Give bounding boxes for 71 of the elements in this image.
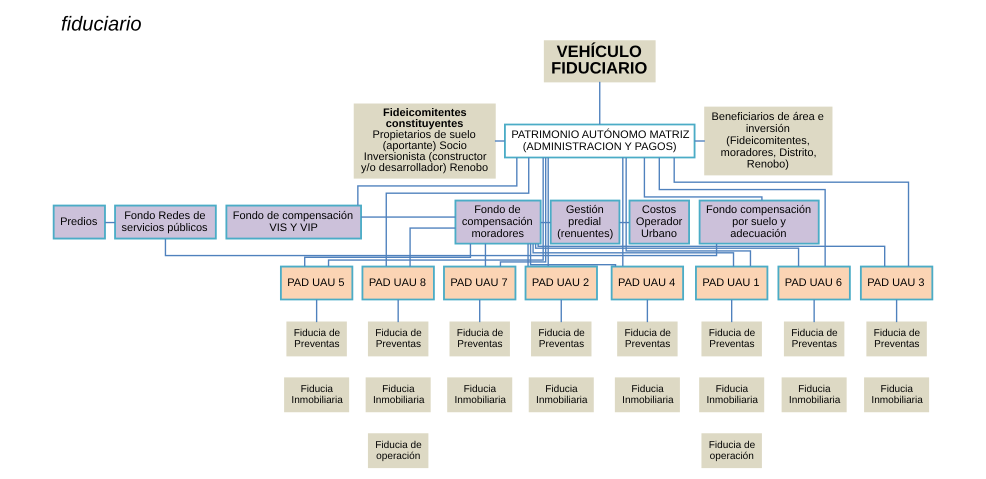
connector — [105, 222, 116, 224]
node-box: Fondo Redes de servicios públicos — [114, 204, 217, 240]
connector — [386, 158, 530, 266]
connector — [620, 222, 630, 224]
node-box: Fiducia Inmobiliaria — [447, 377, 512, 412]
node-box: Predios — [52, 204, 106, 240]
connector — [644, 158, 763, 200]
node-box: Fiducia Inmobiliaria — [366, 377, 431, 412]
connector — [527, 244, 529, 266]
connector — [534, 244, 800, 266]
node-box: Fiducia de Preventas — [286, 322, 347, 356]
connector — [548, 158, 549, 266]
node-box: Fiducia de Preventas — [449, 322, 510, 356]
connector — [625, 158, 752, 266]
node-box: Fiducia Inmobiliaria — [699, 377, 764, 412]
connector — [397, 300, 399, 322]
connector — [658, 158, 826, 266]
diagram-title: fiduciario — [60, 14, 142, 36]
node-box: Fiducia de operación — [368, 433, 428, 468]
connector — [813, 300, 815, 322]
connector — [896, 300, 898, 322]
node-box: Fiducia Inmobiliaria — [614, 377, 680, 412]
node-box: PAD UAU 1 — [695, 266, 768, 300]
connector — [694, 140, 705, 142]
node-box: Fondo compensación por suelo y adecuación — [698, 200, 820, 245]
node-box: PAD UAU 6 — [778, 266, 851, 300]
connector — [409, 227, 456, 267]
node-box: Fiducia de Preventas — [866, 322, 927, 356]
node-box: PAD UAU 4 — [610, 266, 684, 300]
connector — [540, 222, 551, 224]
node-box: Fiducia de Preventas — [617, 322, 678, 356]
connector — [599, 82, 600, 124]
node-box: Fiducia Inmobiliaria — [864, 377, 930, 412]
node-box: Fondo de compensación VIS Y VIP — [225, 204, 362, 240]
connector — [361, 216, 456, 218]
connector — [494, 140, 505, 142]
connector — [479, 300, 480, 322]
node-box: Fiducia de Preventas — [701, 322, 762, 356]
connector — [560, 300, 562, 322]
node-box: Fiducia Inmobiliaria — [782, 377, 847, 412]
node-box: Beneficiarios de área e inversión (Fideicomitentes, moradores, Distrito, Renobo) — [704, 106, 832, 176]
connector — [674, 158, 910, 266]
connector — [537, 243, 886, 266]
connector — [316, 300, 318, 322]
node-box: Fiducia de Preventas — [368, 322, 428, 356]
node-box: Fiducia Inmobiliaria — [528, 377, 594, 412]
node-box: PAD UAU 3 — [860, 266, 934, 300]
connector — [164, 238, 718, 256]
connector — [357, 158, 518, 206]
node-box: Gestión predial (renuentes) — [550, 200, 620, 245]
connector — [731, 300, 732, 322]
node-box: Fideicomitentes constituyentes Propietarios de suelo (aportante) Socio Inversionista (constructor y/o desarrollador) Renobo — [354, 103, 496, 179]
node-box: Fondo de compensación moradores — [454, 200, 542, 245]
node-box: Fiducia de Preventas — [531, 322, 592, 356]
connector — [646, 300, 648, 322]
node-box: Fiducia de Preventas — [784, 322, 844, 356]
node-box: PAD UAU 7 — [443, 266, 516, 300]
connector — [530, 244, 616, 266]
node-box: Fiducia de operación — [701, 433, 762, 468]
node-box: PAD UAU 8 — [362, 266, 435, 300]
node-box: Costos Operador Urbano — [628, 200, 690, 245]
connector — [304, 244, 472, 266]
node-box: PATRIMONIO AUTÓNOMO MATRIZ (ADMINISTRACION Y PAGOS) — [504, 124, 696, 158]
connector — [622, 158, 624, 266]
node-box: PAD UAU 5 — [280, 266, 354, 300]
connector — [484, 244, 486, 266]
connector — [532, 244, 734, 266]
node-box: VEHÍCULO FIDUCIARIO — [544, 40, 656, 82]
node-box: Fiducia Inmobiliaria — [284, 377, 350, 412]
node-box: PAD UAU 2 — [524, 266, 598, 300]
connector — [500, 158, 546, 266]
